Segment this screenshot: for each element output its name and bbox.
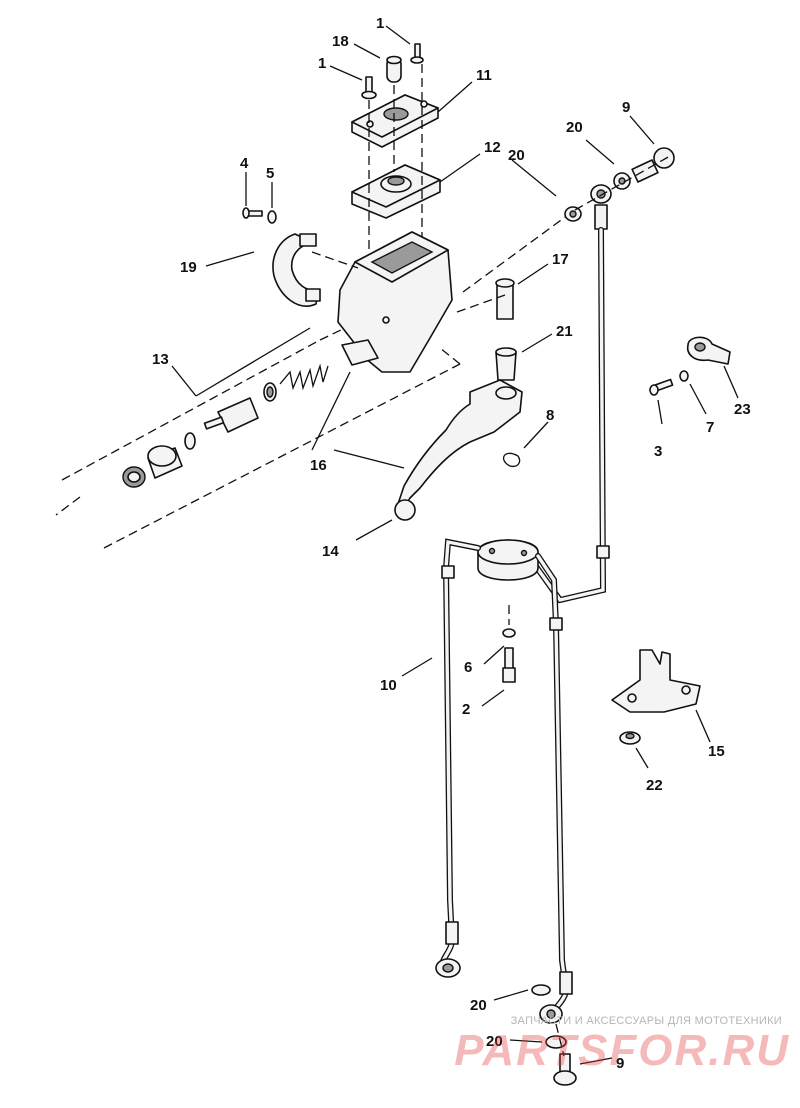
- washer-7: [679, 370, 689, 382]
- washer-20-upper-left: [564, 206, 582, 222]
- callout-14: 14: [322, 543, 339, 560]
- watermark-tagline: ЗАПЧАСТИ И АКСЕССУАРЫ ДЛЯ МОТОТЕХНИКИ: [510, 1015, 782, 1027]
- brake-lever-14: [394, 379, 523, 521]
- diaphragm-12: [351, 164, 441, 219]
- pivot-pin-17: [495, 278, 515, 320]
- clamp-23: [686, 336, 731, 365]
- watermark-logo: PARTSFOR.RU: [454, 1026, 790, 1075]
- callout-1-top: 1: [376, 15, 384, 32]
- callout-3: 3: [654, 443, 662, 460]
- circlip-8: [502, 452, 521, 468]
- banjo-bolt-9-lower: [553, 1053, 577, 1086]
- banjo-lower-right: [539, 1004, 563, 1024]
- callout-1-left: 1: [318, 55, 326, 72]
- screw-4: [242, 207, 263, 219]
- callout-20-c: 20: [470, 997, 487, 1014]
- master-cylinder-assembly: [55, 43, 569, 549]
- hose-splitter: [477, 539, 539, 581]
- bracket-hardware: [502, 336, 731, 745]
- bushing-21: [495, 347, 517, 381]
- banjo-bolt-9-upper: [631, 147, 675, 183]
- screw-1-left: [361, 76, 377, 100]
- washer-5: [267, 210, 277, 224]
- callout-19: 19: [180, 259, 197, 276]
- callout-15: 15: [708, 743, 725, 760]
- bolt-3: [649, 378, 674, 396]
- banjo-upper: [590, 184, 612, 230]
- piston-assembly-13: [122, 363, 329, 488]
- callout-18: 18: [332, 33, 349, 50]
- reservoir-cover-11: [351, 94, 439, 148]
- callout-12: 12: [484, 139, 501, 156]
- callout-4: 4: [240, 155, 249, 172]
- washer-6: [502, 628, 516, 638]
- callout-5: 5: [266, 165, 274, 182]
- callout-20-a: 20: [508, 147, 525, 164]
- callout-labels: 1 18 1 11 12 4 5 19 13 16 14 17 21 8 20 …: [152, 15, 751, 1072]
- callout-11: 11: [476, 67, 492, 84]
- callout-6: 6: [464, 659, 472, 676]
- callout-22: 22: [646, 777, 663, 794]
- callout-20-d: 20: [486, 1033, 503, 1050]
- callout-7: 7: [706, 419, 714, 436]
- washer-20-lower-a: [531, 984, 551, 996]
- callout-8: 8: [546, 407, 554, 424]
- banjo-lower-left: [435, 958, 461, 978]
- callout-23: 23: [734, 401, 751, 418]
- callout-9-top: 9: [622, 99, 630, 116]
- bracket-15: [611, 649, 701, 713]
- callout-16: 16: [310, 457, 327, 474]
- nut-22: [619, 731, 641, 745]
- master-cylinder-body: [337, 231, 453, 373]
- callout-21: 21: [556, 323, 573, 340]
- screw-1-right: [410, 43, 424, 64]
- brake-hoses: [435, 147, 675, 1086]
- plug-18: [386, 55, 402, 83]
- spring: [279, 363, 329, 391]
- callout-20-b: 20: [566, 119, 583, 136]
- clamp-19: [272, 233, 321, 307]
- leader-lines: [171, 25, 739, 1065]
- callout-10: 10: [380, 677, 397, 694]
- bolt-2: [502, 647, 516, 683]
- callout-9-bottom: 9: [616, 1055, 624, 1072]
- callout-2: 2: [462, 701, 470, 718]
- callout-13: 13: [152, 351, 169, 368]
- callout-17: 17: [552, 251, 569, 268]
